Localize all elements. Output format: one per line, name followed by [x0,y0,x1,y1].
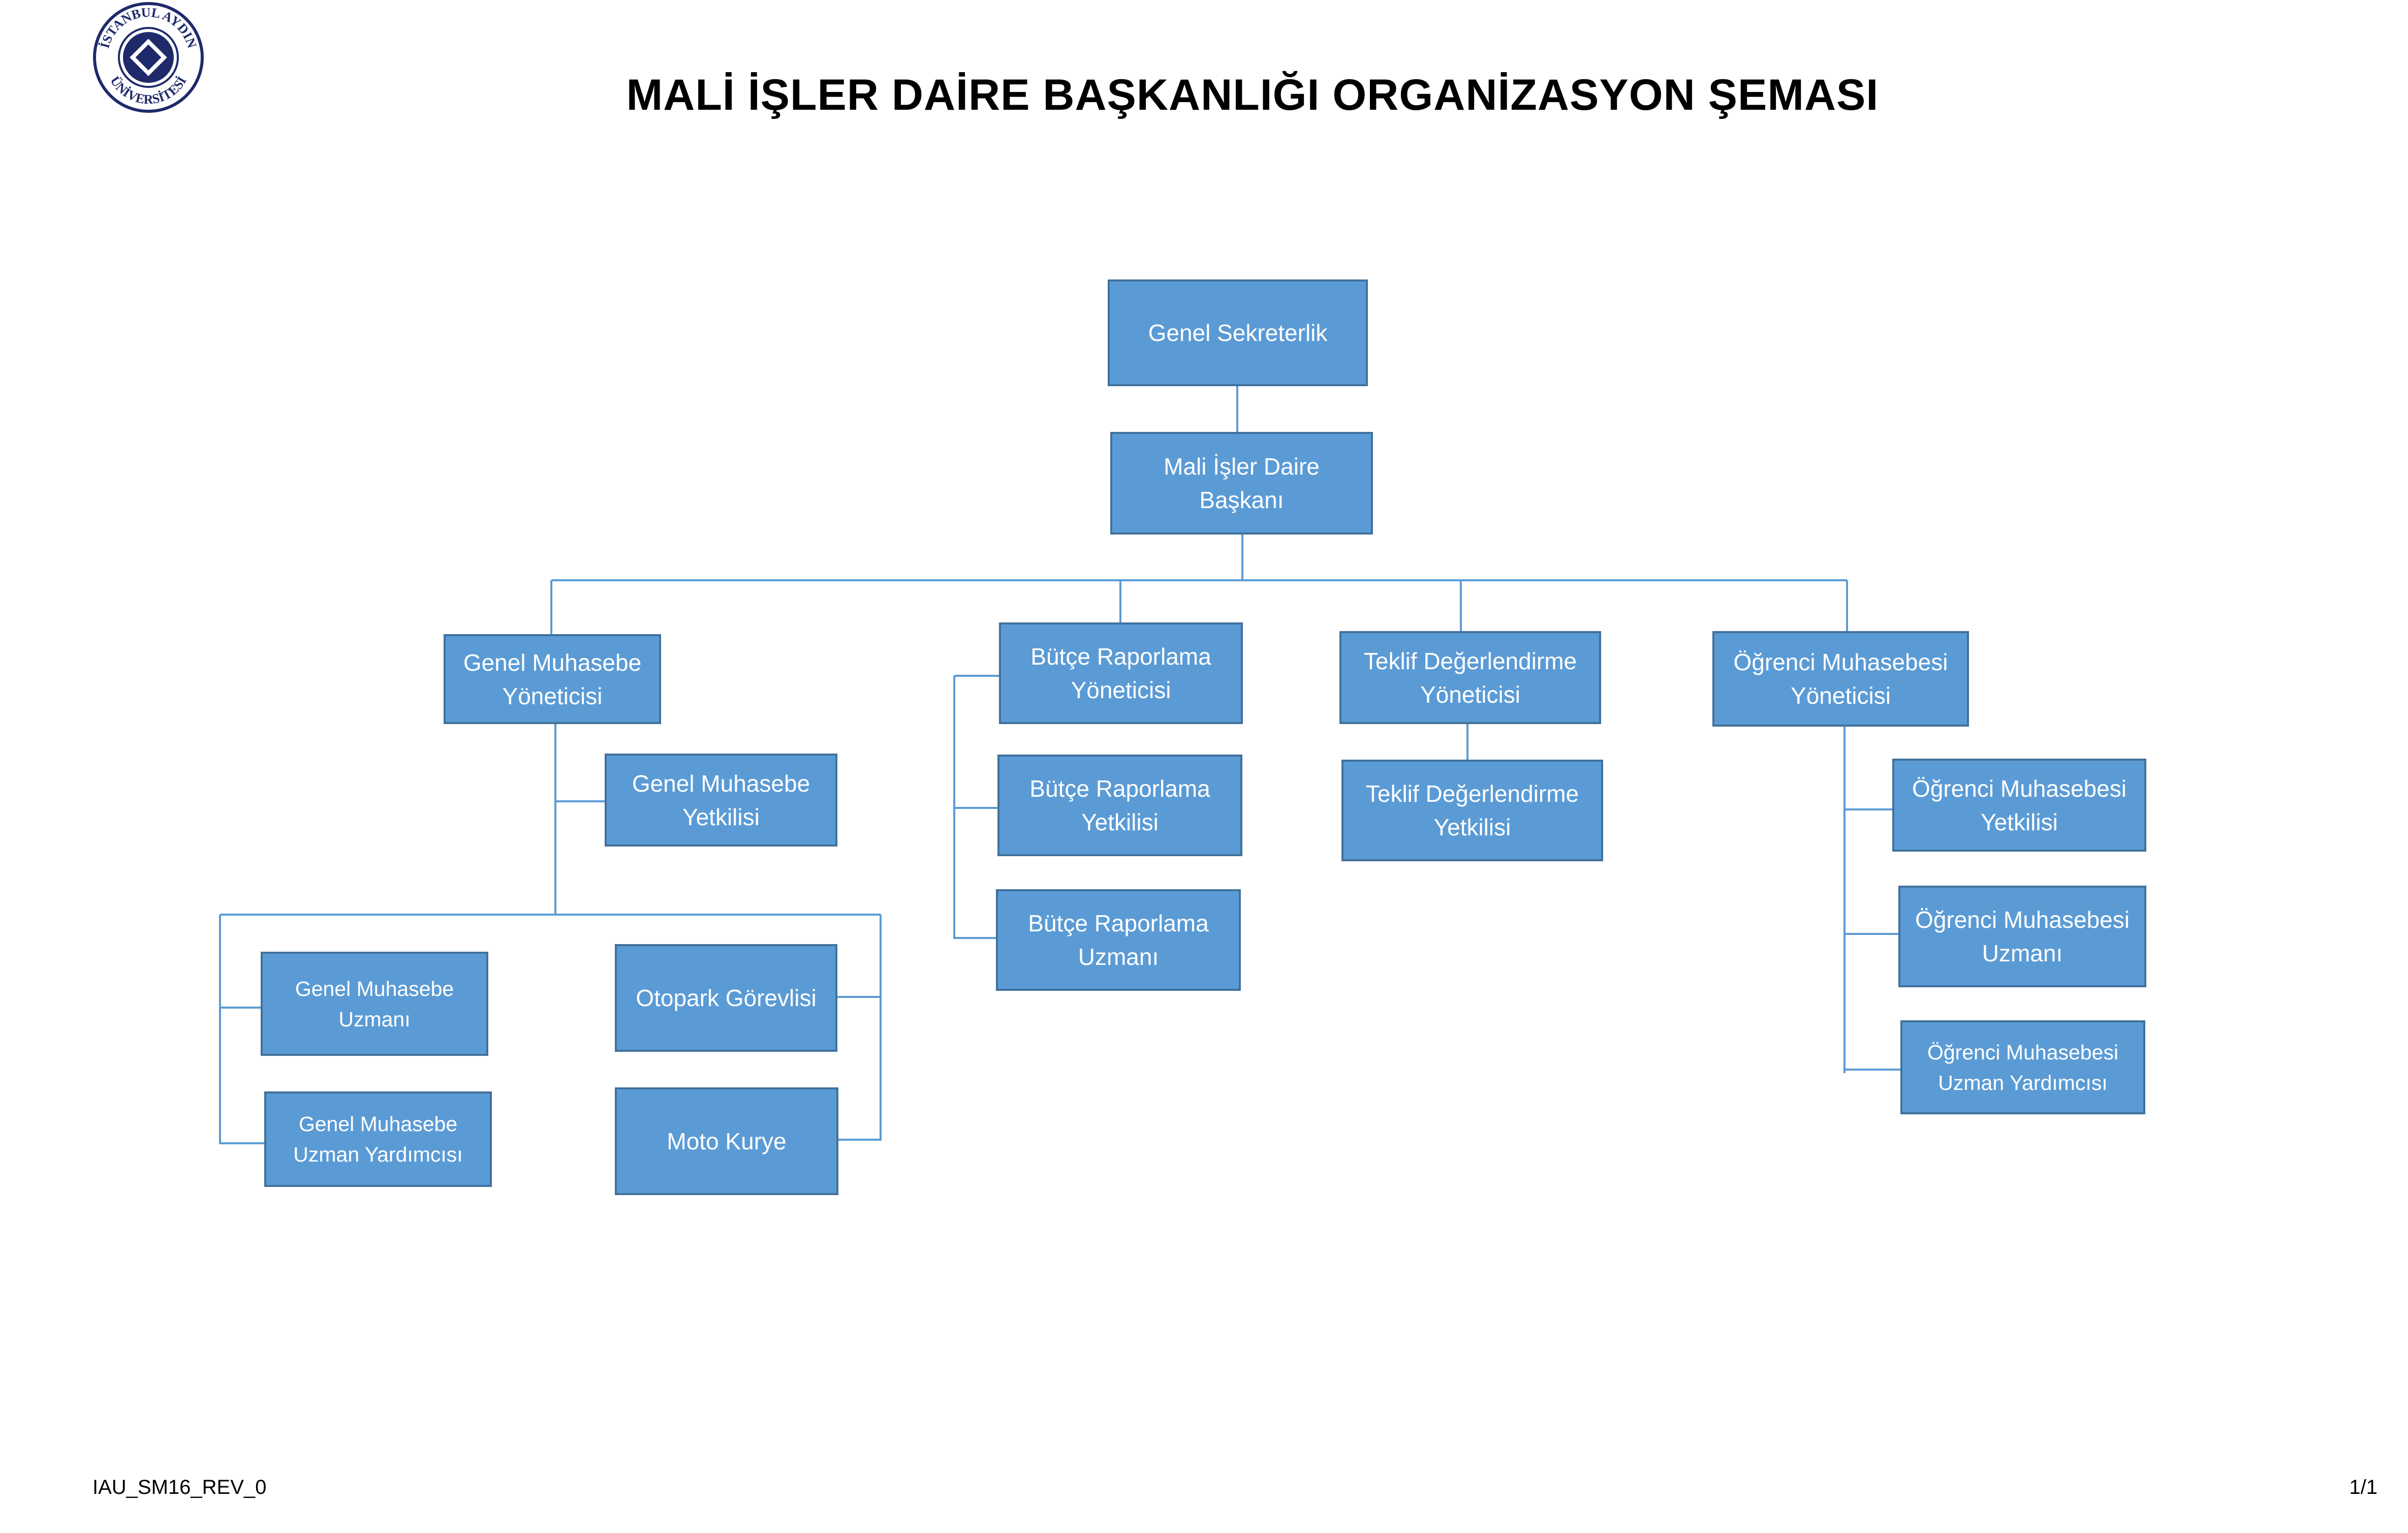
university-logo: İSTANBUL AYDIN ÜNİVERSİTESİ [93,2,204,113]
node-butce-raporlama-yoneticisi: Bütçe Raporlama Yöneticisi [999,622,1243,724]
node-teklif-degerlendirme-yoneticisi: Teklif Değerlendirme Yöneticisi [1339,631,1601,724]
node-ogrenci-muhasebesi-yoneticisi: Öğrenci Muhasebesi Yöneticisi [1712,631,1969,727]
page-title: MALİ İŞLER DAİRE BAŞKANLIĞI ORGANİZASYON… [626,71,1879,119]
node-genel-muhasebe-uzman-yardimcisi: Genel Muhasebe Uzman Yardımcısı [264,1091,492,1187]
node-ogrenci-muhasebesi-yetkilisi: Öğrenci Muhasebesi Yetkilisi [1892,759,2146,852]
node-butce-raporlama-yetkilisi: Bütçe Raporlama Yetkilisi [997,755,1242,856]
node-genel-sekreterlik: Genel Sekreterlik [1108,279,1368,386]
document-code: IAU_SM16_REV_0 [92,1476,267,1498]
node-genel-muhasebe-yoneticisi: Genel Muhasebe Yöneticisi [444,634,661,724]
node-butce-raporlama-uzmani: Bütçe Raporlama Uzmanı [996,889,1241,991]
node-moto-kurye: Moto Kurye [615,1087,838,1195]
node-ogrenci-muhasebesi-uzmani: Öğrenci Muhasebesi Uzmanı [1898,886,2146,987]
node-mali-isler-daire-baskani: Mali İşler Daire Başkanı [1110,432,1373,535]
node-ogrenci-muhasebesi-uzman-yardimcisi: Öğrenci Muhasebesi Uzman Yardımcısı [1900,1020,2145,1114]
node-teklif-degerlendirme-yetkilisi: Teklif Değerlendirme Yetkilisi [1341,760,1603,861]
node-genel-muhasebe-uzmani: Genel Muhasebe Uzmanı [261,952,488,1056]
node-otopark-gorevlisi: Otopark Görevlisi [615,944,837,1052]
page-number: 1/1 [2349,1476,2378,1498]
node-genel-muhasebe-yetkilisi: Genel Muhasebe Yetkilisi [605,754,837,847]
